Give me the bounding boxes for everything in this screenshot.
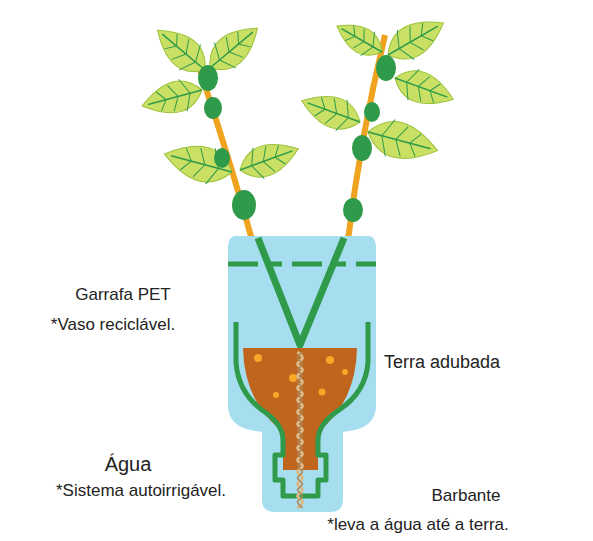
callout-label: Garrafa PET [75,285,170,305]
string-strand [298,352,303,508]
callout-label: *Vaso reciclável. [51,315,175,335]
cut-line [228,262,376,267]
callout-label: Água [105,452,152,476]
leaf-bud [198,65,218,91]
leaf [330,14,389,64]
leaf [389,63,459,115]
callout-label: *leva a água até a terra. [327,515,508,535]
leaf-bud [214,148,230,168]
leaf-bud [352,135,372,161]
pet-bottle [228,236,376,512]
leaf [363,114,442,170]
callout-label: *Sistema autoirrigável. [56,481,226,501]
leaf [234,133,304,185]
callout-label: Terra adubada [384,352,500,374]
leaf-bud [232,190,256,220]
leaf-bud [343,198,363,222]
leaf-bud [364,102,380,122]
string [298,352,303,508]
leaf [296,85,366,137]
callout-label: Barbante [432,486,501,506]
leaves [138,8,459,222]
root-stem [258,238,344,345]
leaf [138,74,206,122]
string-strand [298,352,303,508]
leaf-bud [376,55,396,81]
leaf [160,136,237,190]
leaf-bud [204,97,222,119]
